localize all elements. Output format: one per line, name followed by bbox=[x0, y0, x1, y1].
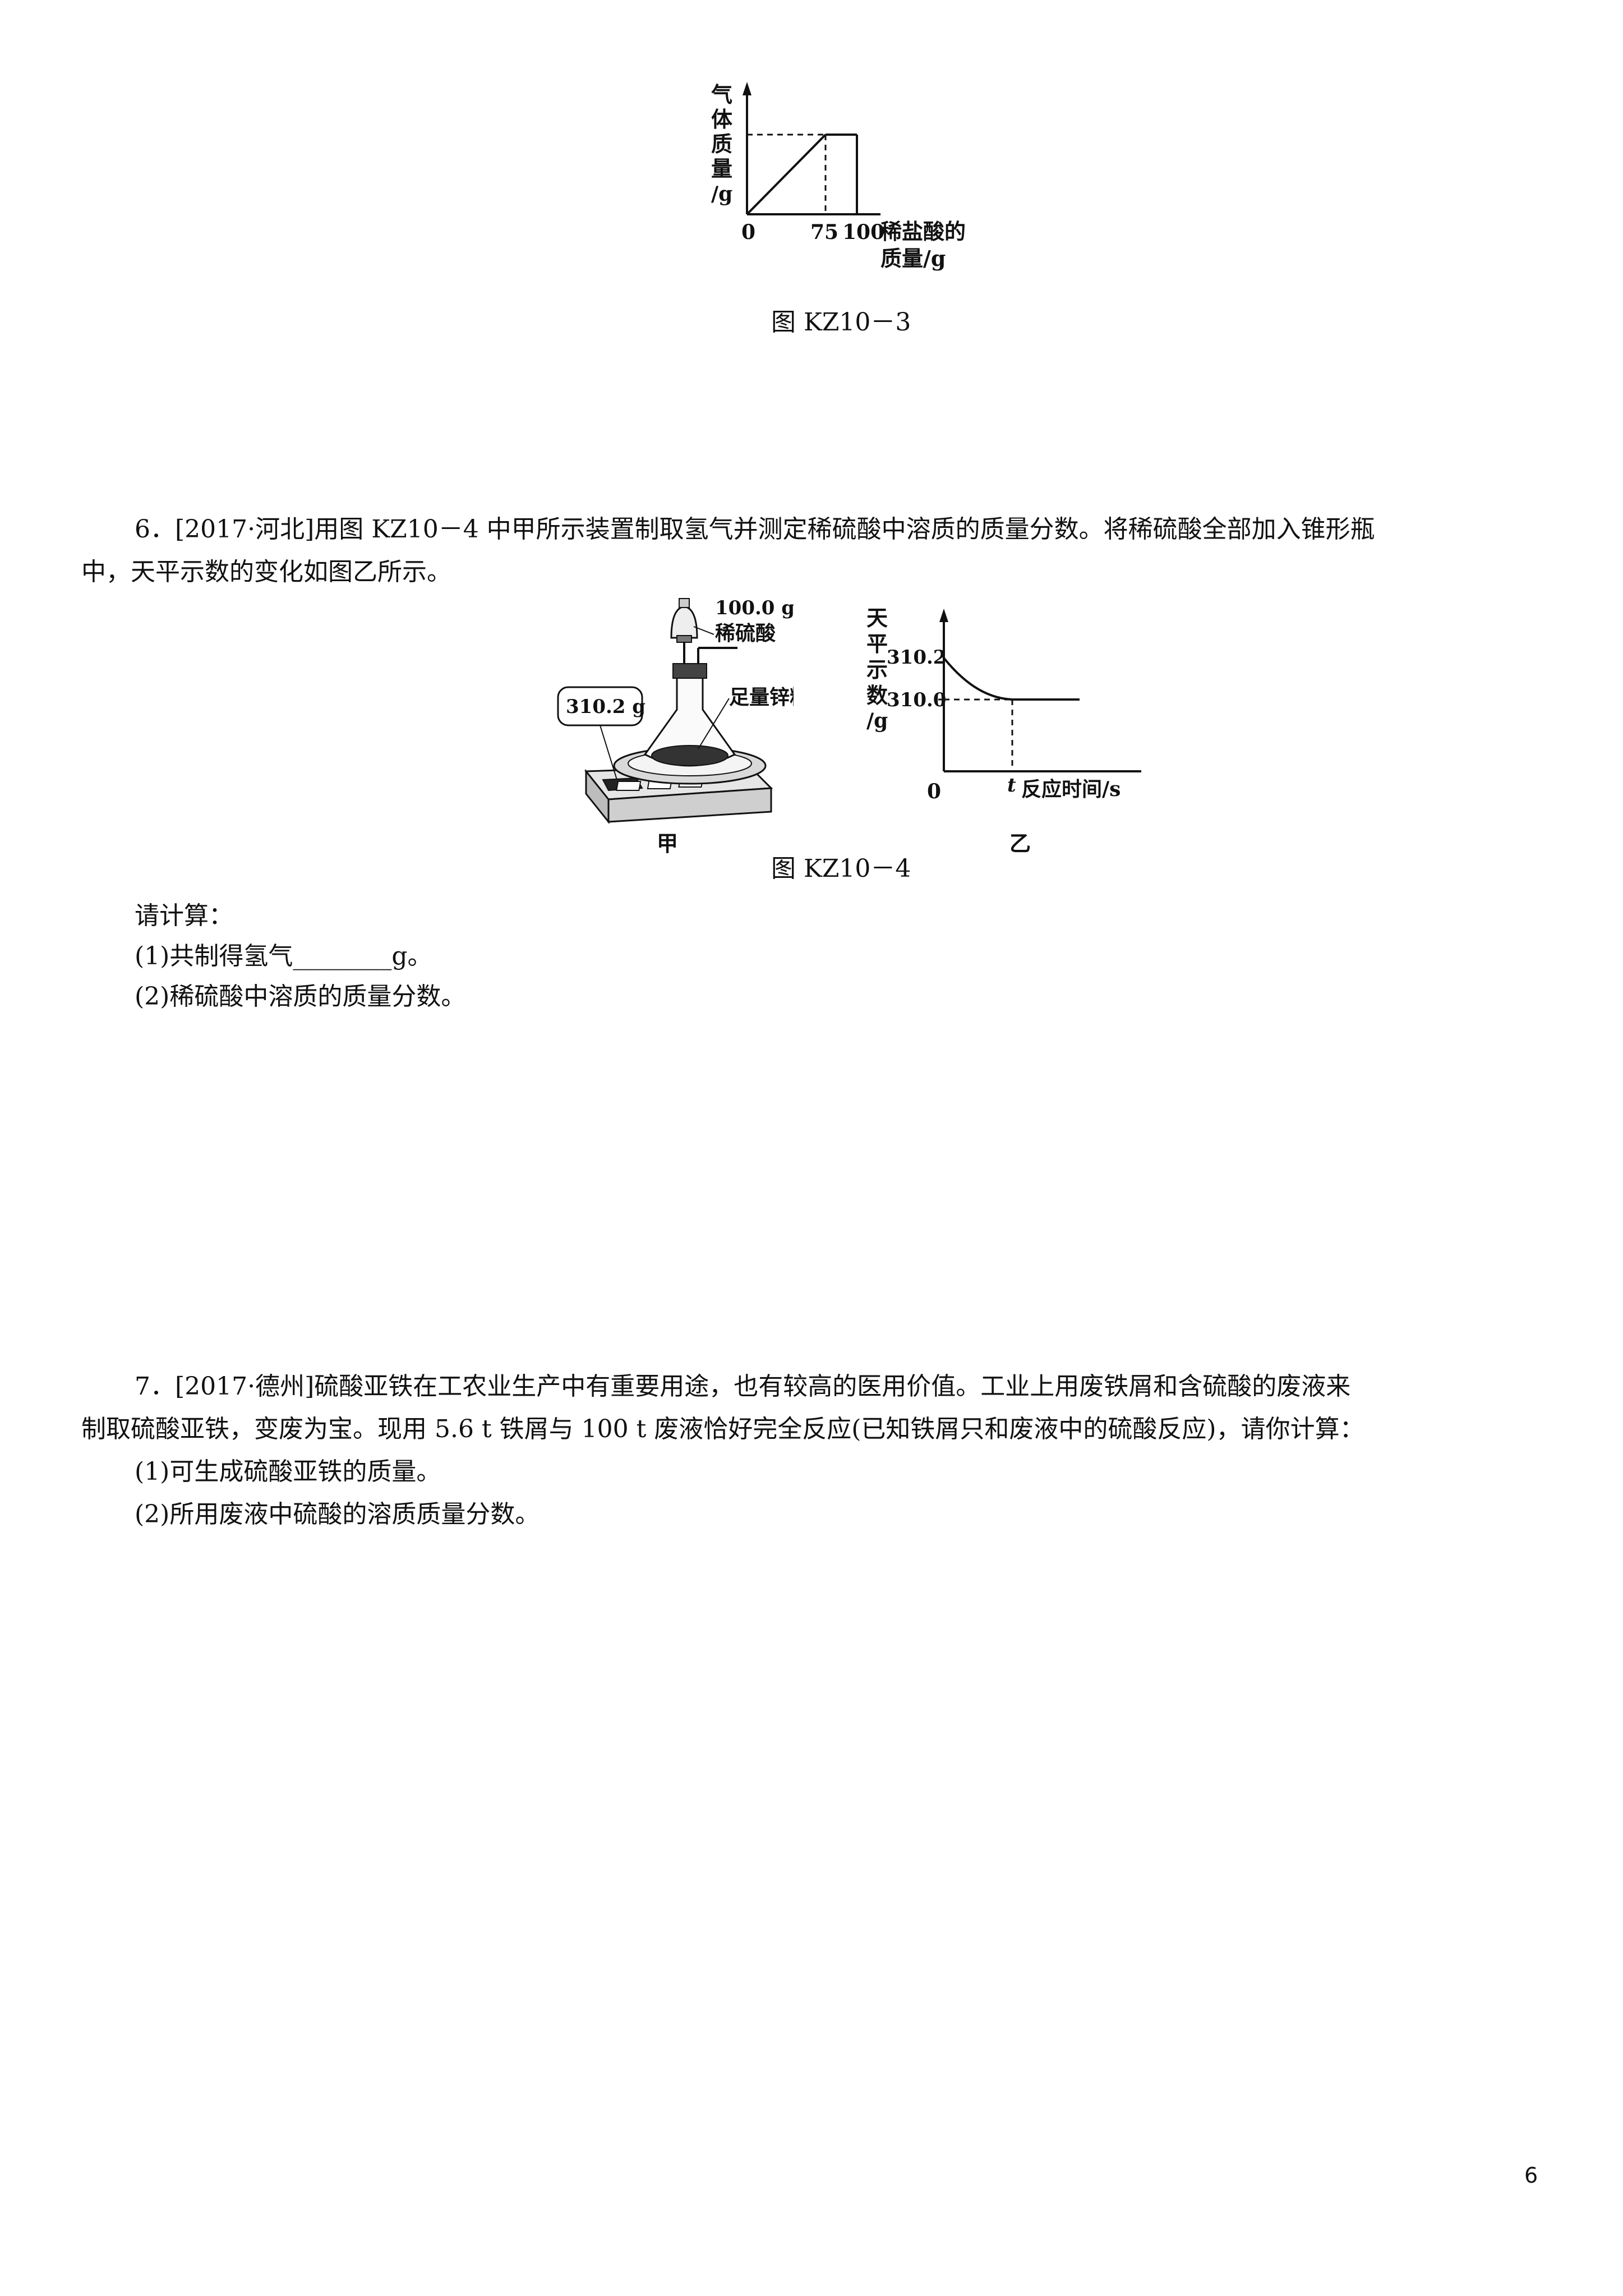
x-axis-label: 反应时间/s bbox=[1021, 777, 1121, 801]
figure-kz10-3-graph: 气 体 质 量 /g 0 75 100 稀盐酸的 质量/g bbox=[711, 82, 966, 271]
y-label-char: 示 bbox=[866, 657, 888, 682]
q6-prompt: 请计算： bbox=[135, 901, 233, 930]
reading-curve bbox=[943, 657, 1080, 701]
q6-sub2: (2)稀硫酸中溶质的质量分数。 bbox=[135, 982, 466, 1011]
gas-mass-line bbox=[746, 134, 827, 215]
apparatus-figure: 100.0 g 稀硫酸 足量锌粒 310.2 g 甲 bbox=[557, 597, 794, 855]
y-label-char: 质 bbox=[711, 131, 732, 157]
q7-line1: 7．[2017·德州]硫酸亚铁在工农业生产中有重要用途，也有较高的医用价值。工业… bbox=[135, 1372, 1351, 1401]
q7-line2: 制取硫酸亚铁，变废为宝。现用 5.6 t 铁屑与 100 t 废液恰好完全反应(… bbox=[81, 1415, 1364, 1443]
y-tick-low: 310.0 bbox=[887, 689, 946, 711]
y-tick-high: 310.2 bbox=[887, 646, 946, 669]
acid-mass-label: 100.0 g bbox=[715, 597, 794, 619]
y-label-char: /g bbox=[711, 182, 732, 206]
y-label-char: 体 bbox=[711, 107, 732, 132]
q7-sub2: (2)所用废液中硫酸的溶质质量分数。 bbox=[135, 1500, 540, 1529]
origin-label: 0 bbox=[927, 780, 941, 803]
page-number: 6 bbox=[1524, 2163, 1538, 2188]
tick-75: 75 bbox=[810, 220, 838, 244]
y-label-char: 平 bbox=[866, 631, 888, 656]
figure-kz10-3-caption: 图 KZ10－3 bbox=[771, 308, 911, 337]
zinc-label: 足量锌粒 bbox=[729, 685, 794, 709]
origin-label: 0 bbox=[741, 220, 755, 244]
x-label-line1: 稀盐酸的 bbox=[880, 219, 966, 244]
y-label-char: 数 bbox=[866, 683, 888, 708]
y-label-char: 气 bbox=[711, 82, 732, 107]
y-label-char: 天 bbox=[866, 605, 888, 631]
y-label-char: 量 bbox=[711, 156, 732, 181]
figure-kz10-4-caption: 图 KZ10－4 bbox=[771, 854, 911, 883]
x-label-line2: 质量/g bbox=[880, 246, 946, 271]
graph-label: 乙 bbox=[1009, 831, 1031, 855]
q6-sub1: (1)共制得氢气________g。 bbox=[135, 942, 432, 970]
balance-reading-graph: 天 平 示 数 /g 310.2 310.0 0 t 反应时间/s 乙 bbox=[866, 605, 1141, 855]
q6-line2: 中，天平示数的变化如图乙所示。 bbox=[81, 558, 451, 586]
y-label-char: /g bbox=[866, 709, 888, 733]
acid-name-label: 稀硫酸 bbox=[715, 622, 776, 645]
apparatus-label: 甲 bbox=[657, 831, 678, 855]
tick-100: 100 bbox=[842, 220, 884, 244]
q7-sub1: (1)可生成硫酸亚铁的质量。 bbox=[135, 1457, 441, 1486]
t-label: t bbox=[1007, 774, 1016, 797]
q6-line1: 6．[2017·河北]用图 KZ10－4 中甲所示装置制取氢气并测定稀硫酸中溶质… bbox=[135, 515, 1375, 544]
balance-reading: 310.2 g bbox=[566, 696, 645, 718]
